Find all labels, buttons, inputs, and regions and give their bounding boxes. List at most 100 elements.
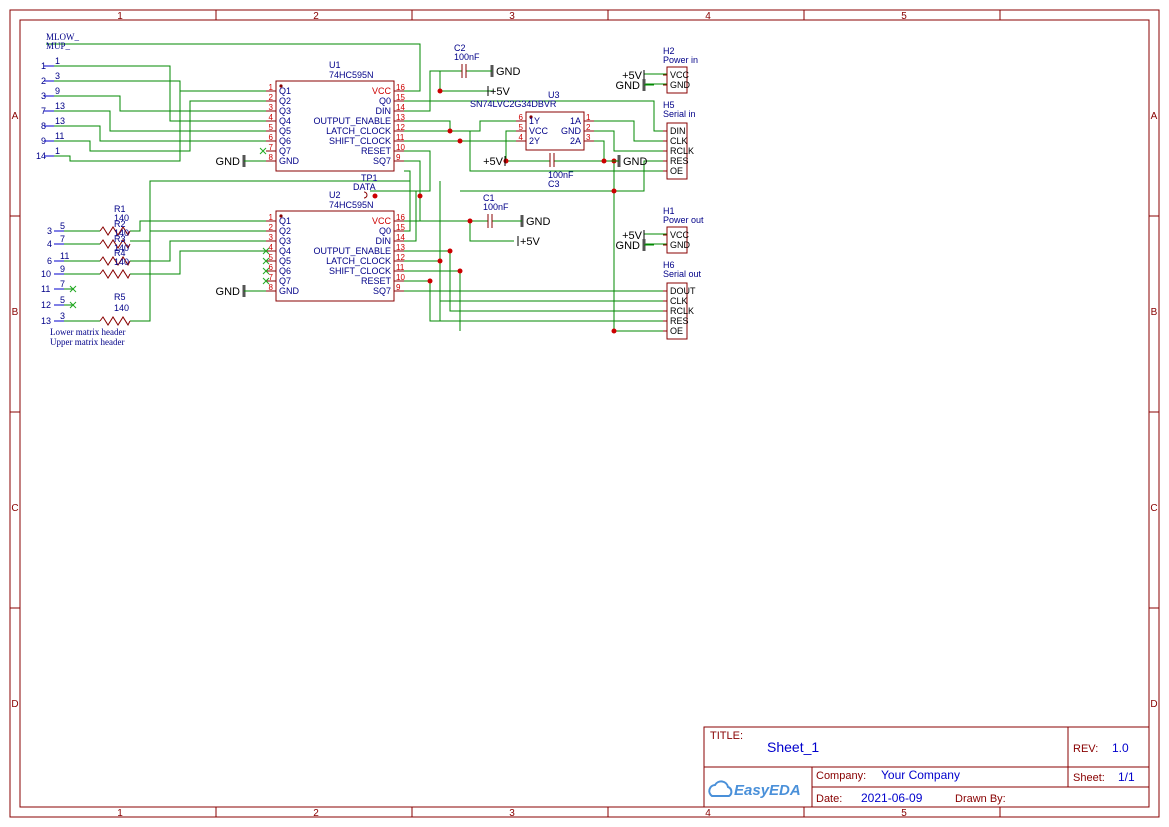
hdr-title: Power out xyxy=(663,215,704,225)
cap-value: 100nF xyxy=(548,170,574,180)
ic-pin-number: 3 xyxy=(269,233,274,242)
junctions xyxy=(372,88,617,334)
no-connect-mark xyxy=(259,147,267,155)
rev-value: 1.0 xyxy=(1112,741,1129,755)
sheet-frame xyxy=(9,9,1160,818)
wire xyxy=(404,280,440,322)
header-pin-outer: 1 xyxy=(41,61,46,71)
header-pin-inner: 7 xyxy=(60,234,65,244)
hdr-ref: H5 xyxy=(663,100,675,110)
ic-pin-label: 2Y xyxy=(529,136,540,146)
cap-ref: C2 xyxy=(454,43,466,53)
ic-pin-number: 11 xyxy=(396,263,405,272)
gnd-label: GND xyxy=(616,240,641,252)
lower-header-label: Lower matrix header xyxy=(50,327,125,337)
wire xyxy=(594,130,667,152)
cloud-icon xyxy=(708,780,733,797)
junction-dot xyxy=(467,218,473,224)
resistor-value: 140 xyxy=(114,213,129,223)
header-pin-label: CLK xyxy=(670,296,688,306)
header-pin-inner: 9 xyxy=(55,86,60,96)
wire xyxy=(404,160,421,221)
ic-pin-label: SQ7 xyxy=(373,156,391,166)
ic-pin-number: 6 xyxy=(269,263,274,272)
ic-pin-number: 6 xyxy=(269,133,274,142)
ic-pin-label: OUTPUT_ENABLE xyxy=(313,116,391,126)
wire xyxy=(460,160,667,192)
ic-pin-label: Q4 xyxy=(279,246,291,256)
test-point-tp1[interactable]: TP1 DATA xyxy=(353,173,378,199)
header-pin-inner: 13 xyxy=(55,101,65,111)
ic-pin-label: VCC xyxy=(372,216,392,226)
row-label: D xyxy=(11,699,18,710)
company-label: Company: xyxy=(816,770,866,782)
title-block: TITLE: Sheet_1 REV: 1.0 Company: Your Co… xyxy=(703,726,1150,808)
ic-pin-number: 3 xyxy=(269,103,274,112)
cap-c2[interactable]: C2 100nF xyxy=(454,43,480,78)
row-label: A xyxy=(1151,111,1158,122)
ic-pin-label: RESET xyxy=(361,276,392,286)
resistor-value: 140 xyxy=(114,228,129,238)
header-pin-inner: 13 xyxy=(55,116,65,126)
junction-dot xyxy=(503,158,509,164)
cap-c1[interactable]: C1 100nF xyxy=(483,193,509,228)
ic-pin-label: Q2 xyxy=(279,226,291,236)
mlow-label: MLOW_ xyxy=(46,32,79,42)
no-connect-mark xyxy=(262,247,270,255)
ic-pin-number: 7 xyxy=(269,143,274,152)
header-pin-outer: 11 xyxy=(41,284,50,294)
company-value: Your Company xyxy=(881,768,960,782)
cap-value: 100nF xyxy=(483,202,509,212)
wire xyxy=(54,125,266,142)
junction-dot xyxy=(427,278,433,284)
wire xyxy=(370,190,417,242)
header-pin-inner: 11 xyxy=(55,131,64,141)
wire xyxy=(404,70,494,102)
header-pin-label: DOUT xyxy=(670,286,696,296)
ic-pin-label: 2A xyxy=(570,136,581,146)
row-label: A xyxy=(12,111,19,122)
ic-pin-label: Q1 xyxy=(279,216,291,226)
ic-pin-number: 10 xyxy=(396,143,405,152)
header-pin-outer: 7 xyxy=(41,106,46,116)
header-pin-inner: 7 xyxy=(60,279,65,289)
ic-pin-number: 2 xyxy=(269,223,274,232)
header-pin-outer: 6 xyxy=(47,256,52,266)
col-label: 3 xyxy=(509,11,515,22)
header-pin-inner: 3 xyxy=(60,311,65,321)
ic-pin-label: DIN xyxy=(376,106,392,116)
no-connect-mark xyxy=(262,267,270,275)
cap-ref: C3 xyxy=(548,179,560,189)
header-pin-outer: 4 xyxy=(47,239,52,249)
ic-pin-label: GND xyxy=(279,286,300,296)
header-pin-label: OE xyxy=(670,326,683,336)
ic-pin-label: Q6 xyxy=(279,136,291,146)
wire xyxy=(46,43,421,92)
title-label: TITLE: xyxy=(710,730,743,742)
cap-ref: C1 xyxy=(483,193,495,203)
hdr-title: Power in xyxy=(663,55,698,65)
wire xyxy=(404,120,516,132)
vcc-label: +5V xyxy=(520,236,541,248)
ic-pin-label: Q7 xyxy=(279,276,291,286)
resistor-value: 140 xyxy=(114,303,129,313)
ic-pin-number: 13 xyxy=(396,113,405,122)
upper-header-label: Upper matrix header xyxy=(50,337,124,347)
ic-part: 74HC595N xyxy=(329,70,374,80)
ic-pin-label: Q5 xyxy=(279,126,291,136)
header-pin-label: RCLK xyxy=(670,306,694,316)
ic-pin-label: Q2 xyxy=(279,96,291,106)
date-value: 2021-06-09 xyxy=(861,791,923,805)
cap-c3[interactable]: 100nF C3 xyxy=(548,153,574,189)
wire xyxy=(54,65,266,122)
ic-pin-label: Q0 xyxy=(379,96,391,106)
wire xyxy=(54,100,266,152)
ic-ref: U1 xyxy=(329,60,341,70)
